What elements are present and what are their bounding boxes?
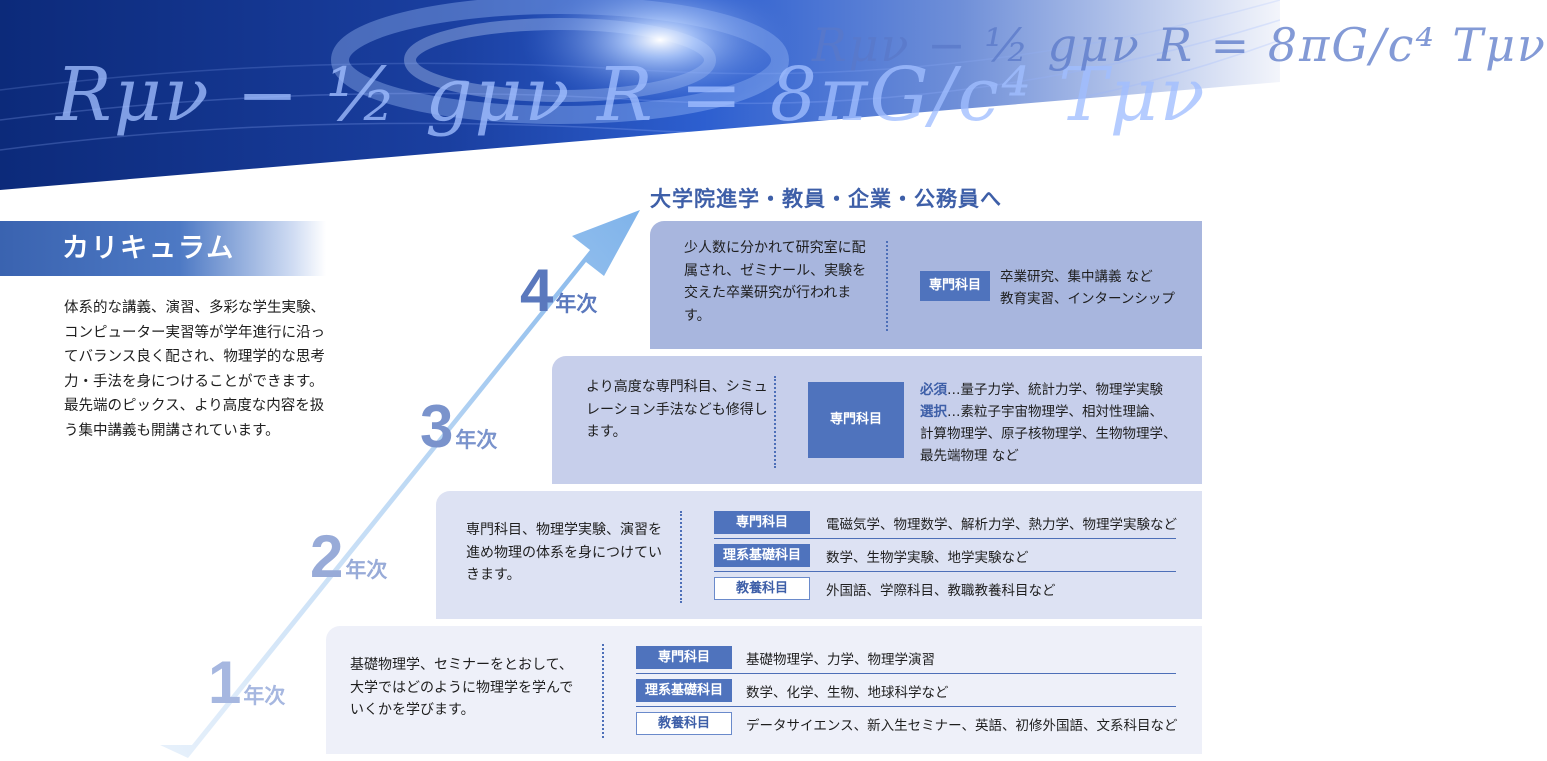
year-4-line-2: 教育実習、インターンシップ: [1000, 291, 1175, 307]
year-3-elective-more-1: 計算物理学、原子核物理学、生物物理学、: [920, 426, 1177, 442]
year-1-panel: 基礎物理学、セミナーをとおして、大学ではどのように物理学を学んでいくかを学びます…: [326, 626, 1202, 754]
year-3-elective-more-2: 最先端物理 など: [920, 448, 1019, 464]
year-4-panel: 少人数に分かれて研究室に配属され、ゼミナール、実験を交えた卒業研究が行われます。…: [650, 221, 1202, 349]
year-1-description: 基礎物理学、セミナーをとおして、大学ではどのように物理学を学んでいくかを学びます…: [350, 657, 574, 718]
year-2-label: 2年次: [310, 522, 387, 591]
year-1-tag-major: 専門科目: [636, 646, 732, 669]
year-3-tag: 専門科目: [808, 382, 904, 458]
hero-background: [0, 0, 1280, 190]
year-1-suffix: 年次: [243, 684, 286, 708]
year-1-science-text: 数学、化学、生物、地球科学など: [746, 685, 949, 701]
year-2-major-text: 電磁気学、物理数学、解析力学、熱力学、物理学実験など: [826, 517, 1177, 533]
year-2-tag-major: 専門科目: [714, 511, 810, 534]
year-1-liberal-text: データサイエンス、新入生セミナー、英語、初修外国語、文系科目など: [746, 718, 1178, 734]
section-title: カリキュラム: [0, 221, 326, 276]
hero-banner: Rμν − ½ gμν R = 8πG/c⁴ Tμν Rμν − ½ gμν R…: [0, 0, 1545, 200]
year-3-label: 3年次: [420, 392, 497, 461]
elective-label: 選択: [920, 404, 947, 420]
year-2-row-line-1: [714, 538, 1176, 539]
hero-equation-main: Rμν − ½ gμν R = 8πG/c⁴ Tμν: [56, 52, 1207, 138]
year-3-number: 3: [420, 393, 454, 460]
year-4-tag: 専門科目: [920, 271, 990, 301]
year-2-tag-liberal: 教養科目: [714, 577, 810, 600]
year-3-panel: より高度な専門科目、シミュレーション手法なども修得します。 専門科目 必須…量子…: [552, 356, 1202, 484]
year-1-major-text: 基礎物理学、力学、物理学演習: [746, 652, 935, 668]
year-4-suffix: 年次: [555, 292, 598, 316]
year-3-divider: [774, 376, 776, 468]
year-3-elective: 選択…素粒子宇宙物理学、相対性理論、: [920, 400, 1163, 420]
year-2-suffix: 年次: [345, 558, 388, 582]
year-2-panel: 専門科目、物理学実験、演習を進め物理の体系を身につけていきます。 専門科目 電磁…: [436, 491, 1202, 619]
elective-text: …素粒子宇宙物理学、相対性理論、: [947, 404, 1163, 420]
year-4-line-1: 卒業研究、集中講義 など: [1000, 269, 1153, 285]
year-2-number: 2: [310, 523, 344, 590]
year-4-divider: [886, 241, 888, 331]
year-4-description: 少人数に分かれて研究室に配属され、ゼミナール、実験を交えた卒業研究が行われます。: [684, 240, 867, 324]
year-3-required: 必須…量子力学、統計力学、物理学実験: [920, 378, 1163, 398]
year-2-liberal-text: 外国語、学際科目、教職教養科目など: [826, 583, 1056, 599]
year-2-row-line-2: [714, 571, 1176, 572]
year-1-tag-science: 理系基礎科目: [636, 679, 732, 702]
section-intro: 体系的な講義、演習、多彩な学生実験、コンピューター実習等が学年進行に沿ってバラン…: [64, 300, 325, 439]
year-2-science-text: 数学、生物学実験、地学実験など: [826, 550, 1029, 566]
year-1-label: 1年次: [208, 648, 285, 717]
year-4-label: 4年次: [520, 256, 597, 325]
year-2-divider: [680, 511, 682, 603]
year-1-number: 1: [208, 649, 242, 716]
year-4-number: 4: [520, 257, 554, 324]
year-1-row-line-2: [636, 706, 1176, 707]
year-1-tag-liberal: 教養科目: [636, 712, 732, 735]
hero-equation-secondary: Rμν − ½ gμν R = 8πG/c⁴ Tμν: [812, 18, 1547, 72]
year-2-tag-science: 理系基礎科目: [714, 544, 810, 567]
year-2-description: 専門科目、物理学実験、演習を進め物理の体系を身につけていきます。: [466, 522, 662, 583]
year-3-suffix: 年次: [455, 428, 498, 452]
destination-label: 大学院進学・教員・企業・公務員へ: [650, 187, 1002, 211]
year-3-description: より高度な専門科目、シミュレーション手法なども修得します。: [586, 379, 768, 440]
year-1-divider: [602, 644, 604, 738]
year-1-row-line-1: [636, 673, 1176, 674]
required-text: …量子力学、統計力学、物理学実験: [947, 382, 1163, 398]
required-label: 必須: [920, 382, 947, 398]
